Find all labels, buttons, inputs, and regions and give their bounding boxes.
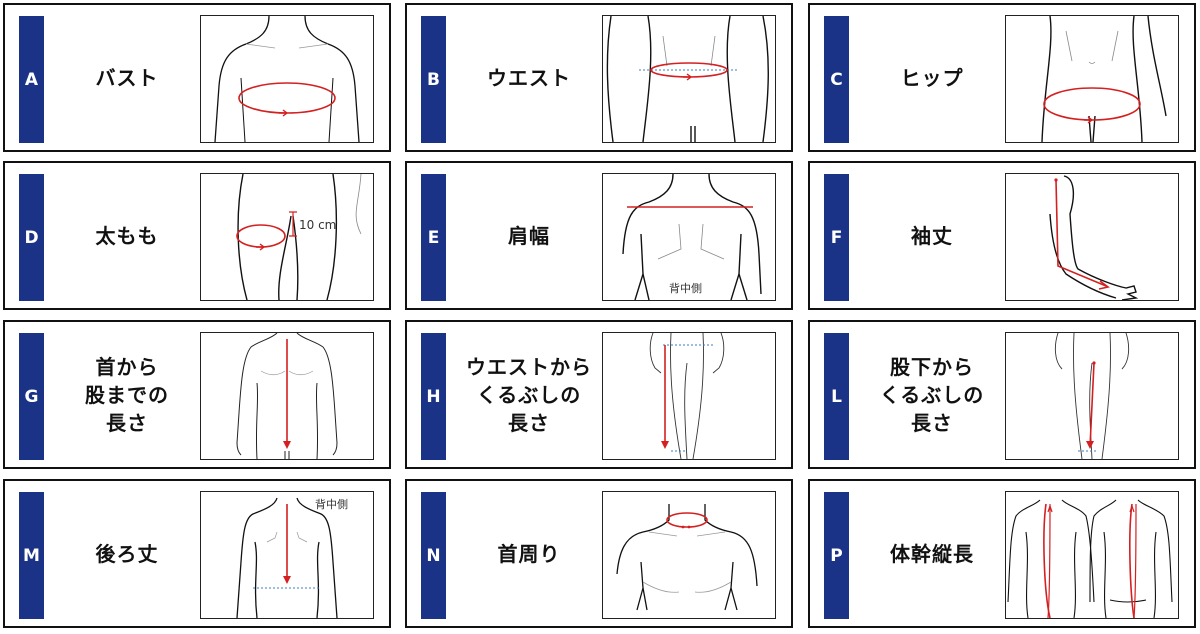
thigh-diagram-icon (236, 174, 362, 300)
back-side-annotation: 背中側 (669, 282, 702, 295)
card-thigh: D 太もも 10 cm (3, 161, 391, 310)
card-inseam-to-ankle: L 股下から くるぶしの 長さ (808, 320, 1196, 469)
sleeve-illustration (1005, 173, 1179, 301)
bust-diagram-icon (214, 16, 360, 142)
letter-badge: M (19, 492, 44, 619)
letter-badge: C (824, 16, 849, 143)
measurement-label: バスト (95, 65, 159, 90)
waist-illustration (602, 15, 776, 143)
measurement-label: 後ろ丈 (95, 541, 159, 566)
letter-badge: N (421, 492, 446, 619)
letter-badge: L (824, 333, 849, 460)
measurement-label: ウエストから くるぶしの 長さ (466, 354, 592, 435)
letter-badge: H (421, 333, 446, 460)
card-neck-to-crotch: G 首から 股までの 長さ (3, 320, 391, 469)
measurement-label: 体幹縦長 (890, 541, 974, 566)
sleeve-diagram-icon (1049, 175, 1139, 300)
letter-badge: G (19, 333, 44, 460)
hip-diagram-icon (1041, 16, 1167, 142)
card-shoulder-width: E 肩幅 背中側 (405, 161, 793, 310)
back-side-annotation: 背中側 (315, 498, 348, 511)
bust-illustration (200, 15, 374, 143)
back-length-illustration: 背中側 (200, 491, 374, 619)
letter-badge: A (19, 16, 44, 143)
inseam-illustration (1005, 332, 1179, 460)
inseam-diagram-icon (1054, 333, 1130, 459)
thigh-illustration: 10 cm (200, 173, 374, 301)
card-neck-circumference: N 首周り (405, 479, 793, 628)
hip-illustration (1005, 15, 1179, 143)
letter-badge: B (421, 16, 446, 143)
waist-to-ankle-diagram-icon (649, 333, 725, 459)
measurement-label: ウエスト (487, 65, 571, 90)
letter-badge: E (421, 174, 446, 301)
waist-diagram-icon (606, 16, 769, 142)
back-length-diagram-icon (236, 497, 338, 618)
letter-badge: P (824, 492, 849, 619)
measurement-label: 首周り (497, 541, 561, 566)
letter-badge: D (19, 174, 44, 301)
torso-illustration (1005, 491, 1179, 619)
torso-diagram-icon (1007, 499, 1173, 618)
card-torso-length: P 体幹縦長 (808, 479, 1196, 628)
shoulder-diagram-icon (622, 174, 762, 300)
measurement-label: 肩幅 (508, 223, 550, 248)
measurement-label: ヒップ (900, 65, 964, 90)
card-hip: C ヒップ (808, 3, 1196, 152)
measurement-label: 太もも (95, 223, 159, 248)
card-waist-to-ankle: H ウエストから くるぶしの 長さ (405, 320, 793, 469)
measurement-label: 首から 股までの 長さ (85, 354, 169, 435)
neck-diagram-icon (616, 504, 758, 611)
measurement-label: 袖丈 (911, 223, 953, 248)
neck-illustration (602, 491, 776, 619)
measurement-label: 股下から くるぶしの 長さ (879, 354, 985, 435)
letter-badge: F (824, 174, 849, 301)
card-back-length: M 後ろ丈 背中側 (3, 479, 391, 628)
neck-to-crotch-diagram-icon (236, 333, 338, 459)
card-sleeve-length: F 袖丈 (808, 161, 1196, 310)
shoulder-illustration: 背中側 (602, 173, 776, 301)
ten-cm-annotation: 10 cm (299, 218, 337, 232)
card-bust: A バスト (3, 3, 391, 152)
card-waist: B ウエスト (405, 3, 793, 152)
neck-to-crotch-illustration (200, 332, 374, 460)
waist-to-ankle-illustration (602, 332, 776, 460)
